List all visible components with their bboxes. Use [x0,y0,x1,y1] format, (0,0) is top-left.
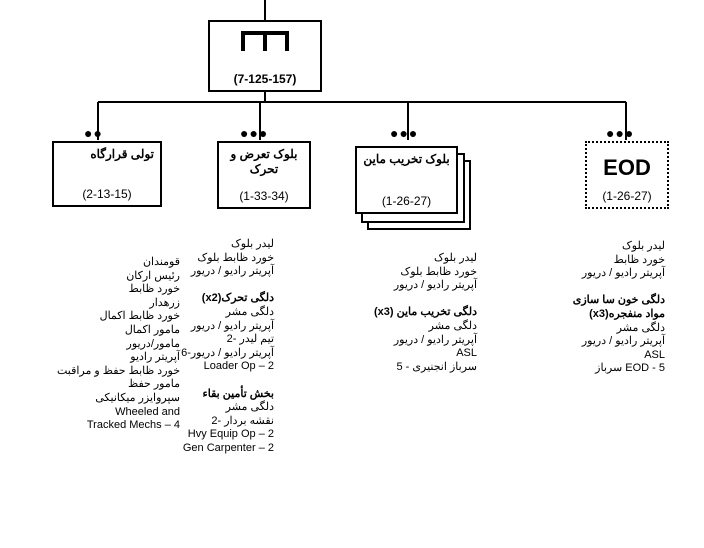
staff-item: لیدر بلوک [433,252,477,264]
unit-title-eod: EOD [603,155,651,180]
unit-box-hq-platoon: تولی قرارگاه (2-13-15) [52,141,162,207]
staff-item: دلگی تخریب ماین (x3) [373,306,477,319]
staff-item: آپریتر رادیو [130,351,180,364]
staff-item: سرباز انجنیری - 5 [396,360,477,373]
staff-item: آپریتر رادیو / دریور [581,335,665,348]
staff-item: خورد ظابط [613,253,665,266]
unit-box-mine: بلوک تخریب ماین (1-26-27) [355,146,458,214]
staff-item: دلگی مشر [428,319,477,332]
staff-item: بخش تأمین بقاء [202,387,274,400]
staff-item: دلگی خون سا سازی [572,294,665,307]
unit-code-mine: (1-26-27) [381,194,432,208]
dots-mine: ●●● [390,125,419,141]
unit-title-mine: بلوک تخریب ماین [363,152,450,166]
staff-item: خورد ظابط بلوک [400,265,477,278]
staff-item: تیم لیدر -2 [226,333,274,346]
staff-item: سپروایزر میکانیکی [95,391,180,404]
dots-assault: ●●● [240,125,269,141]
staff-item: ASL [644,348,665,361]
company-bracket-icon [241,31,289,51]
staff-item: خورد ظابط [128,283,180,296]
staff-item: آپریتر رادیو / دریور [393,279,477,292]
staff-gap [374,293,477,307]
staff-gap [181,279,274,293]
unit-title-assault: بلوک تعرض و تحرک [230,147,298,176]
unit-code-hq-platoon: (2-13-15) [82,187,132,201]
staff-gap [181,374,274,388]
staff-item: لیدر بلوک [621,240,665,252]
staff-item: مامور حفظ [128,378,180,391]
staff-item: رئیس ارکان [126,269,180,282]
staff-item: خورد ظابط حفظ و مراقبت [56,364,180,377]
unit-code-eod: (1-26-27) [602,189,652,203]
staff-item: زرهدار [149,296,180,309]
staff-item: دلگی مشر [225,401,274,414]
staff-item: آپریتر رادیو / دریور [581,267,665,280]
staff-item: Gen Carpenter – 2 [182,441,274,454]
unit-code-assault: (1-33-34) [239,189,289,203]
hq-company-box: (7-125-157) [208,20,322,92]
unit-title-hq-platoon: تولی قرارگاه [90,147,154,161]
dots-eod: ●●● [606,125,635,141]
unit-box-assault: بلوک تعرض و تحرک (1-33-34) [217,141,311,209]
staff-item: Tracked Mechs – 4 [86,419,180,432]
staff-item: مامور اکمال [124,323,180,336]
staff-item: آپریتر رادیو / دریور-6 [181,346,274,359]
staff-item: ASL [456,347,477,360]
staff-item: نقشه بردار -2 [211,414,274,427]
staff-item: Wheeled and [115,405,180,418]
staff-item: دلگی مشر [616,321,665,334]
staff-item: قومندان [142,256,180,268]
unit-box-eod: EOD (1-26-27) [585,141,669,209]
staff-item: دلگی تحرک(x2) [201,292,274,305]
staff-item: خورد ظابط اکمال [99,310,180,323]
staff-item: آپریتر رادیو / دریور [190,319,274,332]
hq-code: (7-125-157) [233,72,297,86]
staff-item: آپریتر رادیو / دریور [393,333,477,346]
staff-item: لیدر بلوک [230,238,274,250]
staff-item: مامور/دریور [126,337,180,350]
staff-item: دلگی مشر [225,305,274,318]
staff-item: مواد منفجره(x3) [589,307,665,320]
staff-item: 5 - EOD سرباز [595,362,665,375]
staff-item: آپریتر رادیو / دریور [190,265,274,278]
staff-gap [573,281,665,295]
staff-item: Hvy Equip Op – 2 [187,428,274,441]
staff-item: Loader Op – 2 [203,360,274,373]
staff-item: خورد ظابط بلوک [197,251,274,264]
dots-hq-platoon: ●● [84,125,103,141]
